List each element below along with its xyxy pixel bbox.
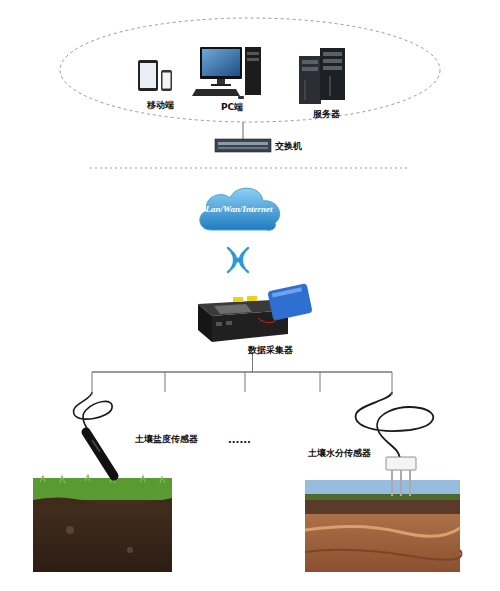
moisture-sensor xyxy=(356,392,434,496)
mobile-icon xyxy=(138,60,172,91)
sensor-node: 土壤盐度传感器 xyxy=(60,395,205,480)
soil-photo-right xyxy=(305,480,461,572)
node-label: 数据采集器 xyxy=(248,344,293,356)
divider-line xyxy=(90,168,410,169)
node-label: 服务器 xyxy=(300,108,352,120)
server-icon xyxy=(299,48,345,104)
bus-lines xyxy=(92,372,392,392)
pc-icon xyxy=(192,47,261,99)
client-ellipse xyxy=(60,18,440,122)
soil-photo-left xyxy=(33,475,172,572)
collector-node: 数据采集器 xyxy=(190,282,315,358)
bus-connector xyxy=(253,352,393,395)
uplink-line xyxy=(243,122,244,139)
node-label: 交换机 xyxy=(275,140,302,152)
bus-connector xyxy=(92,352,253,395)
node-label: 移动端 xyxy=(135,99,185,111)
device-label: PC端 xyxy=(208,99,256,115)
battery-pack xyxy=(258,283,313,322)
node-label: PC端 xyxy=(208,101,256,113)
switch-node: 交换机 xyxy=(213,136,313,156)
sensor-node: 土壤水分传感器 xyxy=(300,395,450,477)
wifi-symbol xyxy=(228,248,248,272)
node-label: 土壤水分传感器 xyxy=(308,447,371,459)
device-label: 移动端 xyxy=(135,97,185,113)
salinity-sensor xyxy=(74,392,114,476)
device-label: 服务器 xyxy=(300,106,352,122)
ellipsis-label: ...... xyxy=(228,434,251,445)
network-cloud: Lan/Wan/Internet xyxy=(195,182,283,232)
node-label: 土壤盐度传感器 xyxy=(135,433,198,445)
node-label: Lan/Wan/Internet xyxy=(195,203,283,215)
switch-icon xyxy=(215,139,271,152)
